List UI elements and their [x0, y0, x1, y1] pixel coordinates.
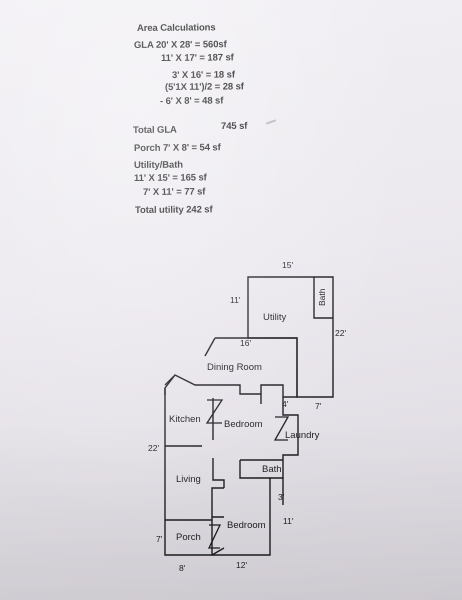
dim-right-22: 22': [335, 328, 346, 338]
doors: [164, 375, 290, 549]
room-laundry: Laundry: [285, 430, 320, 441]
room-living: Living: [176, 474, 201, 485]
dim-closet-4: 4': [282, 399, 289, 409]
dining-outline: [164, 337, 298, 398]
dim-dining-16: 16': [240, 338, 251, 348]
laundry-wall: [282, 397, 299, 478]
dim-bottom-12: 12': [236, 560, 247, 570]
kitchen-bedroom-walls: [165, 445, 224, 517]
living-west-wall: [164, 388, 213, 556]
plan-walls: [164, 276, 334, 556]
dim-porch-8: 8': [179, 563, 186, 573]
door-entry: [164, 375, 175, 386]
bedroom-west-wall: [212, 398, 225, 488]
room-bath: Bath: [262, 464, 282, 475]
bath-outline: [239, 459, 283, 479]
room-labels: Utility Bath Dining Room Kitchen Bedroom…: [169, 288, 327, 543]
dim-bath-3: 3': [278, 492, 285, 502]
door-bedroom-2: [207, 524, 222, 549]
dim-left-22: 22': [148, 443, 159, 453]
dim-bedroom-11: 11': [283, 516, 294, 526]
room-bedroom-1: Bedroom: [224, 419, 263, 430]
room-bath-top: Bath: [317, 288, 327, 306]
door-laundry: [273, 416, 290, 441]
room-porch: Porch: [176, 532, 201, 543]
room-utility: Utility: [263, 312, 286, 323]
dim-left-11: 11': [230, 295, 241, 305]
bedroom2-walls: [211, 516, 225, 556]
dining-angle-wall: [204, 337, 216, 357]
room-kitchen: Kitchen: [169, 414, 201, 425]
room-bedroom-2: Bedroom: [227, 520, 266, 531]
dim-porch-7: 7': [156, 534, 163, 544]
dim-right-7: 7': [315, 401, 322, 411]
bath-top-wall: [313, 277, 333, 319]
room-dining: Dining Room: [207, 362, 262, 373]
dimension-labels: 15' 11' 22' 16' 4' 7' 22' 3' 11' 7' 8' 1…: [148, 260, 346, 573]
dim-top-15: 15': [282, 260, 293, 270]
door-bedroom-1: [205, 399, 224, 424]
